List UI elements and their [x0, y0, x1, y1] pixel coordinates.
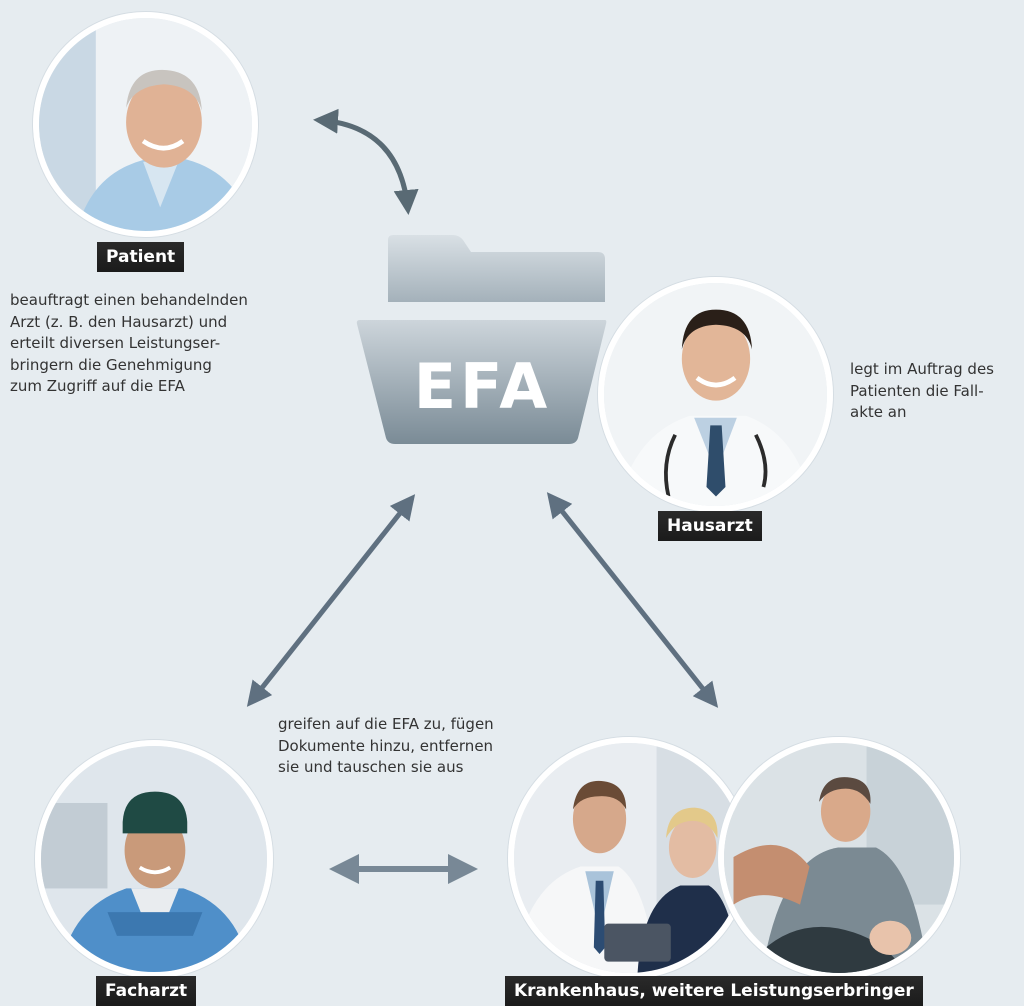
- efa-folder-label: EFA: [413, 350, 552, 423]
- patient-label: Patient: [97, 242, 185, 272]
- facharzt-label: Facharzt: [96, 976, 197, 1006]
- patient-description-line: zum Zugriff auf die EFA: [10, 377, 185, 395]
- hausarzt-description: legt im Auftrag des Patienten die Fall- …: [850, 359, 994, 424]
- patient-description: beauftragt einen behandelnden Arzt (z. B…: [10, 290, 248, 398]
- patient-description-line: erteilt diversen Leistungser-: [10, 334, 221, 352]
- hausarzt-photo: [598, 277, 833, 512]
- hausarzt-description-line: Patienten die Fall-: [850, 381, 984, 400]
- krankenhaus-photo-1: [508, 737, 750, 979]
- hausarzt-description-line: legt im Auftrag des: [850, 360, 994, 378]
- patient-description-line: bringern die Genehmigung: [10, 355, 212, 374]
- access-description-line: sie und tauschen sie aus: [278, 758, 464, 776]
- access-description-line: Dokumente hinzu, entfernen: [278, 736, 494, 755]
- efa-folder: EFA: [355, 232, 610, 447]
- krankenhaus-photo-2: [718, 737, 960, 979]
- hausarzt-description-line: akte an: [850, 403, 907, 421]
- access-description: greifen auf die EFA zu, fügen Dokumente …: [278, 714, 494, 779]
- krankenhaus-label: Krankenhaus, weitere Leistungserbringer: [505, 976, 923, 1006]
- arrow-efa-krankenhaus: [546, 492, 719, 708]
- arrow-patient-efa: [313, 108, 419, 215]
- patient-description-line: Arzt (z. B. den Hausarzt) und: [10, 312, 228, 331]
- patient-photo: [33, 12, 258, 237]
- patient-description-line: beauftragt einen behandelnden: [10, 291, 248, 309]
- access-description-line: greifen auf die EFA zu, fügen: [278, 715, 494, 733]
- hausarzt-label: Hausarzt: [658, 511, 762, 541]
- facharzt-photo: [35, 740, 273, 978]
- arrow-efa-facharzt: [246, 494, 416, 707]
